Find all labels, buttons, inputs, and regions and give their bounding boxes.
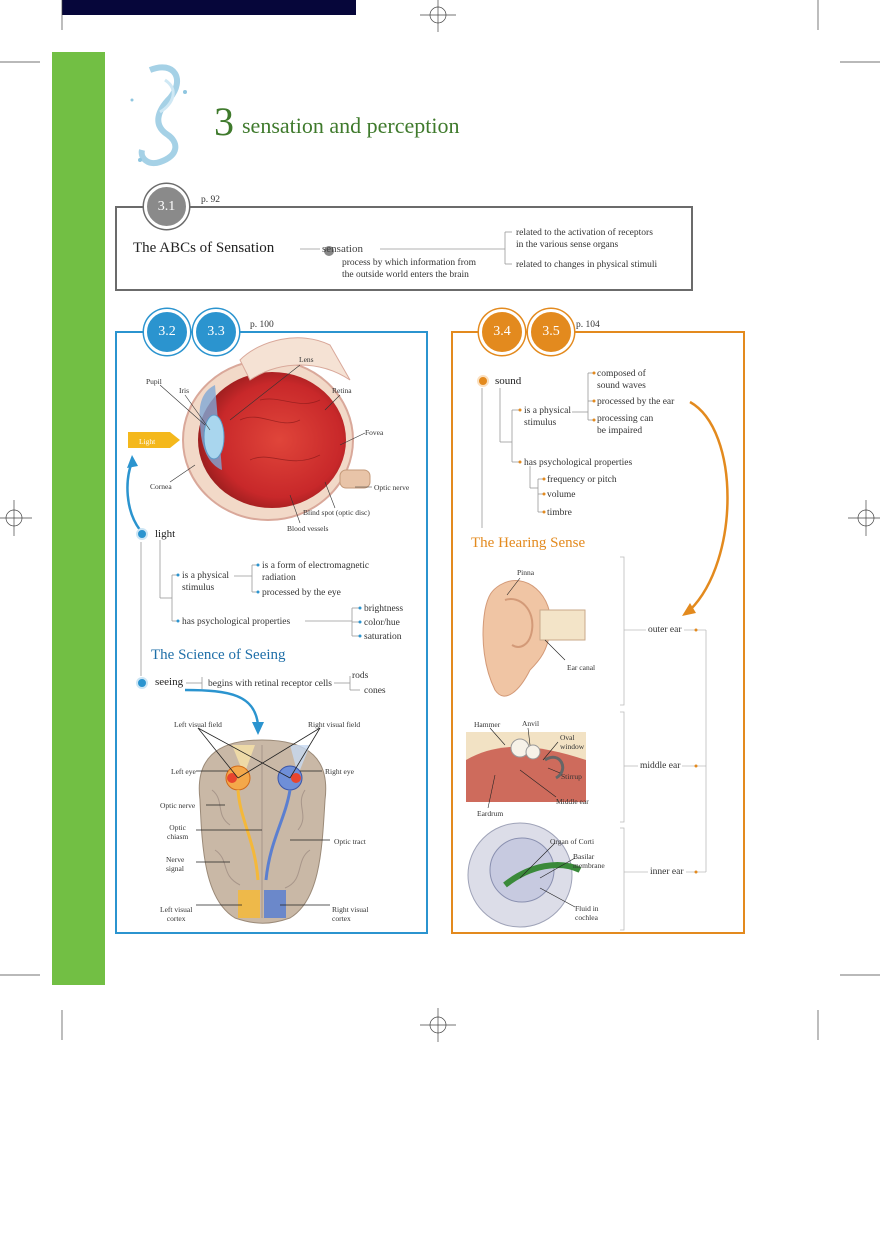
label-stirrup: Stirrup: [561, 772, 582, 781]
label-optic-tract: Optic tract: [334, 837, 366, 846]
seeing-node: [136, 677, 148, 689]
label-fovea: Fovea: [365, 428, 384, 437]
sensation-term: sensation: [322, 243, 363, 255]
heading-science-of-seeing: The Science of Seeing: [151, 647, 286, 663]
label-anvil: Anvil: [522, 719, 540, 728]
label-lens: Lens: [299, 355, 314, 364]
heading-hearing-sense: The Hearing Sense: [471, 535, 586, 551]
sensation-definition: process by which information from the ou…: [342, 258, 477, 280]
sound-processed: processed by the ear: [597, 397, 675, 407]
prop-timbre: timbre: [547, 508, 572, 518]
relates-activation: related to the activation of receptors i…: [516, 228, 653, 250]
label-light-arrow: Light: [139, 437, 156, 446]
receptor-rods: rods: [352, 671, 369, 681]
badge-3-2: 3.2: [144, 309, 190, 355]
label-hammer: Hammer: [474, 720, 501, 729]
page-ref-3-1: p. 92: [201, 195, 220, 205]
label-optic-nerve-brain: Optic nerve: [160, 801, 196, 810]
label-right-eye: Right eye: [325, 767, 354, 776]
sound-term: sound: [495, 375, 522, 387]
heading-abcs: The ABCs of Sensation: [133, 240, 275, 256]
label-right-visual-field: Right visual field: [308, 720, 361, 729]
light-processed: processed by the eye: [262, 588, 341, 598]
prop-brightness: brightness: [364, 604, 404, 614]
page-ref-3-2: p. 100: [250, 320, 274, 330]
label-cornea: Cornea: [150, 482, 172, 491]
section-vision-box: [115, 331, 428, 934]
label-left-visual-field: Left visual field: [174, 720, 222, 729]
light-term: light: [155, 528, 176, 540]
sensation-node: [324, 246, 334, 256]
label-eardrum: Eardrum: [477, 809, 504, 818]
chapter-number: 3: [214, 99, 234, 144]
top-bar: [62, 0, 356, 15]
badge-3-3: 3.3: [193, 309, 239, 355]
part-inner-ear: inner ear: [650, 867, 684, 877]
label-optic-nerve: Optic nerve: [374, 483, 410, 492]
page-ref-3-4: p. 104: [576, 320, 600, 330]
label-iris: Iris: [179, 386, 189, 395]
section-3-1-box: [115, 206, 693, 291]
label-organ-of-corti: Organ of Corti: [550, 837, 595, 846]
retinal-cells: begins with retinal receptor cells: [208, 679, 332, 689]
prop-volume: volume: [547, 490, 576, 500]
prop-frequency: frequency or pitch: [547, 475, 617, 485]
receptor-cones: cones: [364, 686, 386, 696]
part-middle-ear: middle ear: [640, 761, 681, 771]
sound-node: [477, 375, 489, 387]
label-ear-canal: Ear canal: [567, 663, 596, 672]
seeing-term: seeing: [155, 676, 184, 688]
badge-3-1: 3.1: [144, 184, 189, 229]
label-pupil: Pupil: [146, 377, 162, 386]
label-blood-vessels: Blood vessels: [287, 524, 329, 533]
badge-3-5: 3.5: [528, 309, 574, 355]
label-blind-spot: Blind spot (optic disc): [303, 508, 370, 517]
light-psych: has psychological properties: [182, 617, 291, 627]
badge-3-4: 3.4: [479, 309, 525, 355]
chapter-title: sensation and perception: [242, 113, 460, 138]
label-middle-ear: Middle ear: [556, 797, 589, 806]
part-outer-ear: outer ear: [648, 625, 682, 635]
section-hearing-box: [451, 331, 745, 934]
sound-psych: has psychological properties: [524, 458, 633, 468]
light-node: [136, 528, 148, 540]
label-pinna: Pinna: [517, 568, 535, 577]
prop-color: color/hue: [364, 618, 400, 628]
label-left-eye: Left eye: [171, 767, 196, 776]
label-retina: Retina: [332, 386, 352, 395]
relates-changes: related to changes in physical stimuli: [516, 260, 658, 270]
chapter-sidebar: [52, 52, 105, 985]
prop-saturation: saturation: [364, 632, 402, 642]
